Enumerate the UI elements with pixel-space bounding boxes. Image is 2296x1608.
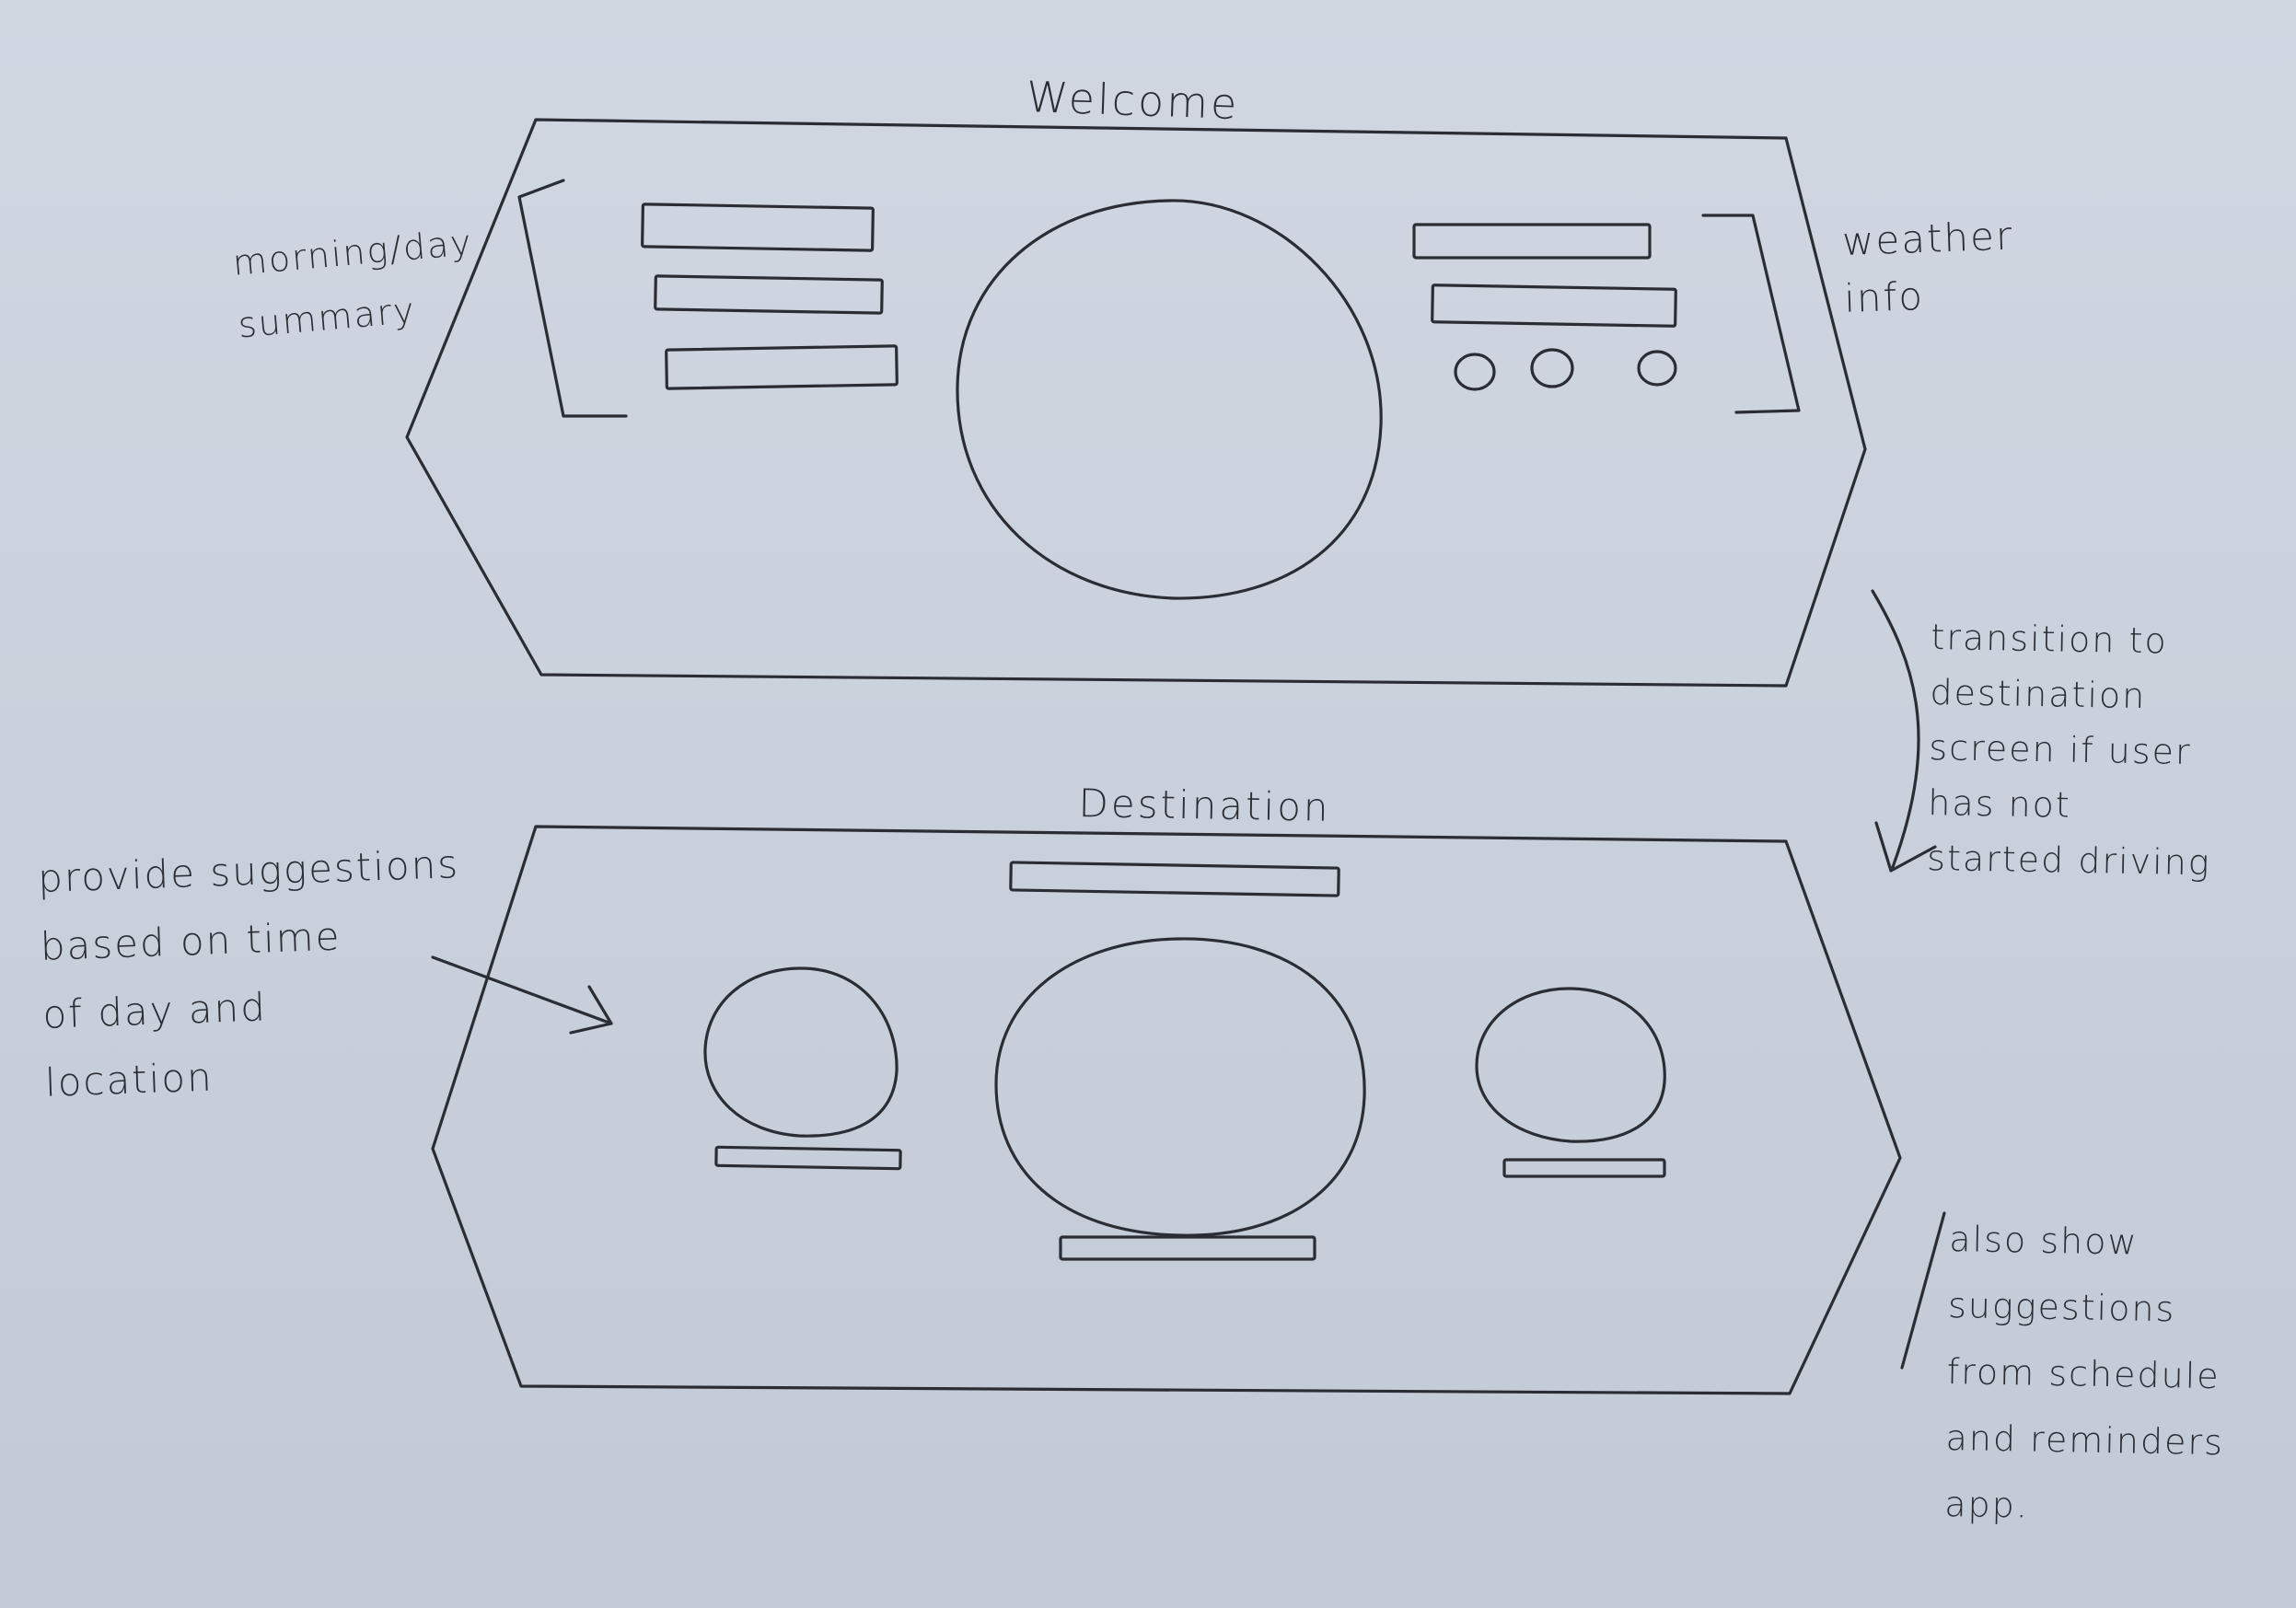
welcome-screen-frame	[405, 118, 1867, 688]
weather-icon-1	[1454, 353, 1496, 391]
destination-title: Destination	[1078, 781, 1331, 830]
transition-arrowhead	[1874, 821, 1937, 873]
suggestions-pointer-arrowhead	[569, 985, 613, 1035]
weather-line-2	[1431, 283, 1677, 328]
summary-line-2	[654, 274, 884, 315]
welcome-note-right: weather info	[1841, 213, 2014, 321]
welcome-title: Welcome	[1026, 72, 1241, 130]
weather-line-1	[1412, 223, 1652, 260]
destination-note-right: also show suggestions from schedule and …	[1943, 1218, 2225, 1526]
welcome-center-circle	[956, 199, 1383, 600]
suggestion-label-center	[1059, 1235, 1316, 1261]
schedule-note-stroke	[1900, 1211, 1946, 1370]
suggestion-label-left	[714, 1145, 902, 1171]
suggestion-circle-right	[1475, 987, 1666, 1143]
suggestion-label-right	[1502, 1158, 1666, 1178]
weather-bracket	[1701, 214, 1801, 414]
suggestion-circle-left	[703, 966, 899, 1138]
weather-icon-2	[1530, 348, 1574, 388]
suggestion-circle-center	[994, 937, 1366, 1237]
destination-title-bar	[1009, 861, 1340, 897]
destination-note-left: provide suggestions based on time of day…	[37, 841, 460, 1105]
destination-screen-frame	[431, 825, 1902, 1395]
summary-line-1	[641, 202, 875, 252]
summary-line-3	[665, 344, 899, 390]
summary-bracket	[517, 179, 628, 418]
transition-note: transition to destination screen if user…	[1926, 616, 2211, 884]
welcome-note-left: morning/day summary	[231, 222, 475, 346]
transition-arrow	[1871, 589, 1920, 869]
weather-icon-3	[1637, 350, 1677, 387]
suggestions-pointer-arrow	[431, 955, 613, 1025]
